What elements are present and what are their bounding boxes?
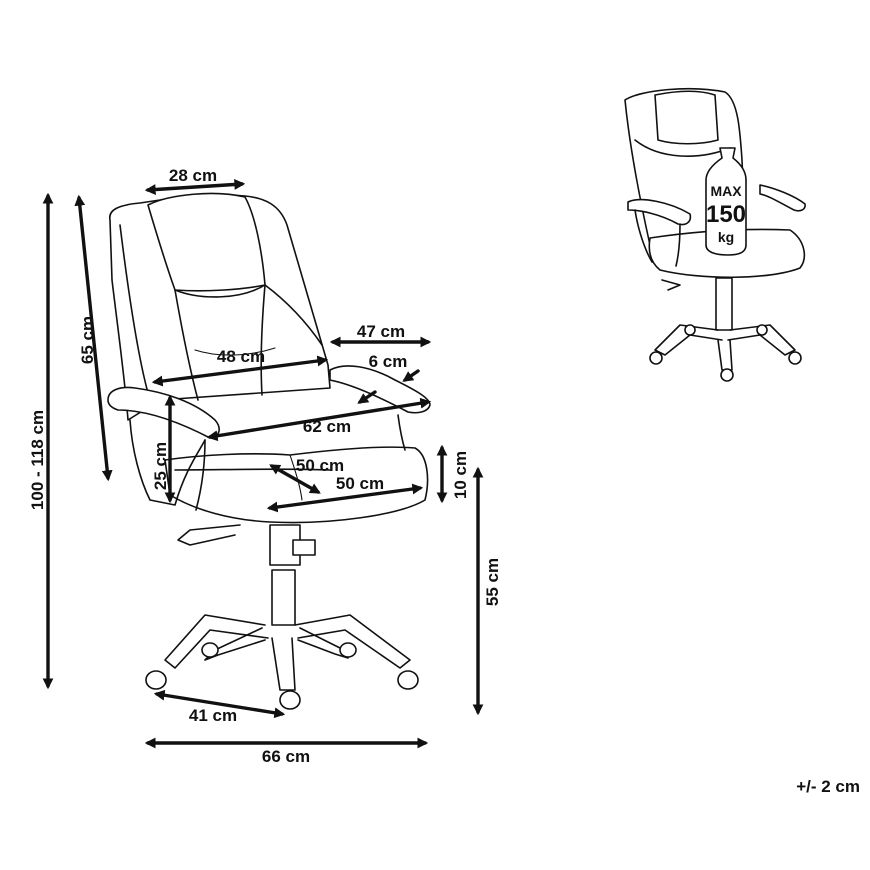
label-backrest-height: 65 cm [78, 316, 97, 364]
label-base-leg: 41 cm [189, 706, 237, 725]
dimension-labels: 28 cm 65 cm 100 - 118 cm 48 cm 47 cm 6 c… [28, 166, 502, 766]
label-seat-thickness: 10 cm [451, 451, 470, 499]
label-total-width-arms: 62 cm [303, 417, 351, 436]
badge-weight: 150 [706, 201, 746, 228]
tolerance-note: +/- 2 cm [796, 777, 860, 796]
label-armrest-height: 25 cm [151, 442, 170, 490]
max-weight-badge: MAX 150 kg [705, 147, 747, 256]
label-seat-width-top: 28 cm [169, 166, 217, 185]
label-armrest-width: 6 cm [369, 352, 408, 371]
label-armrest-depth: 47 cm [357, 322, 405, 341]
label-back-width: 48 cm [217, 347, 265, 366]
label-seat-depth: 50 cm [296, 456, 344, 475]
badge-unit: kg [718, 229, 734, 245]
small-chair-illustration: MAX 150 kg [624, 87, 806, 382]
dimension-arrows [42, 179, 484, 749]
label-seat-height: 55 cm [483, 558, 502, 606]
label-base-width: 66 cm [262, 747, 310, 766]
badge-max: MAX [710, 183, 742, 199]
label-seat-width: 50 cm [336, 474, 384, 493]
label-total-height: 100 - 118 cm [28, 410, 47, 510]
